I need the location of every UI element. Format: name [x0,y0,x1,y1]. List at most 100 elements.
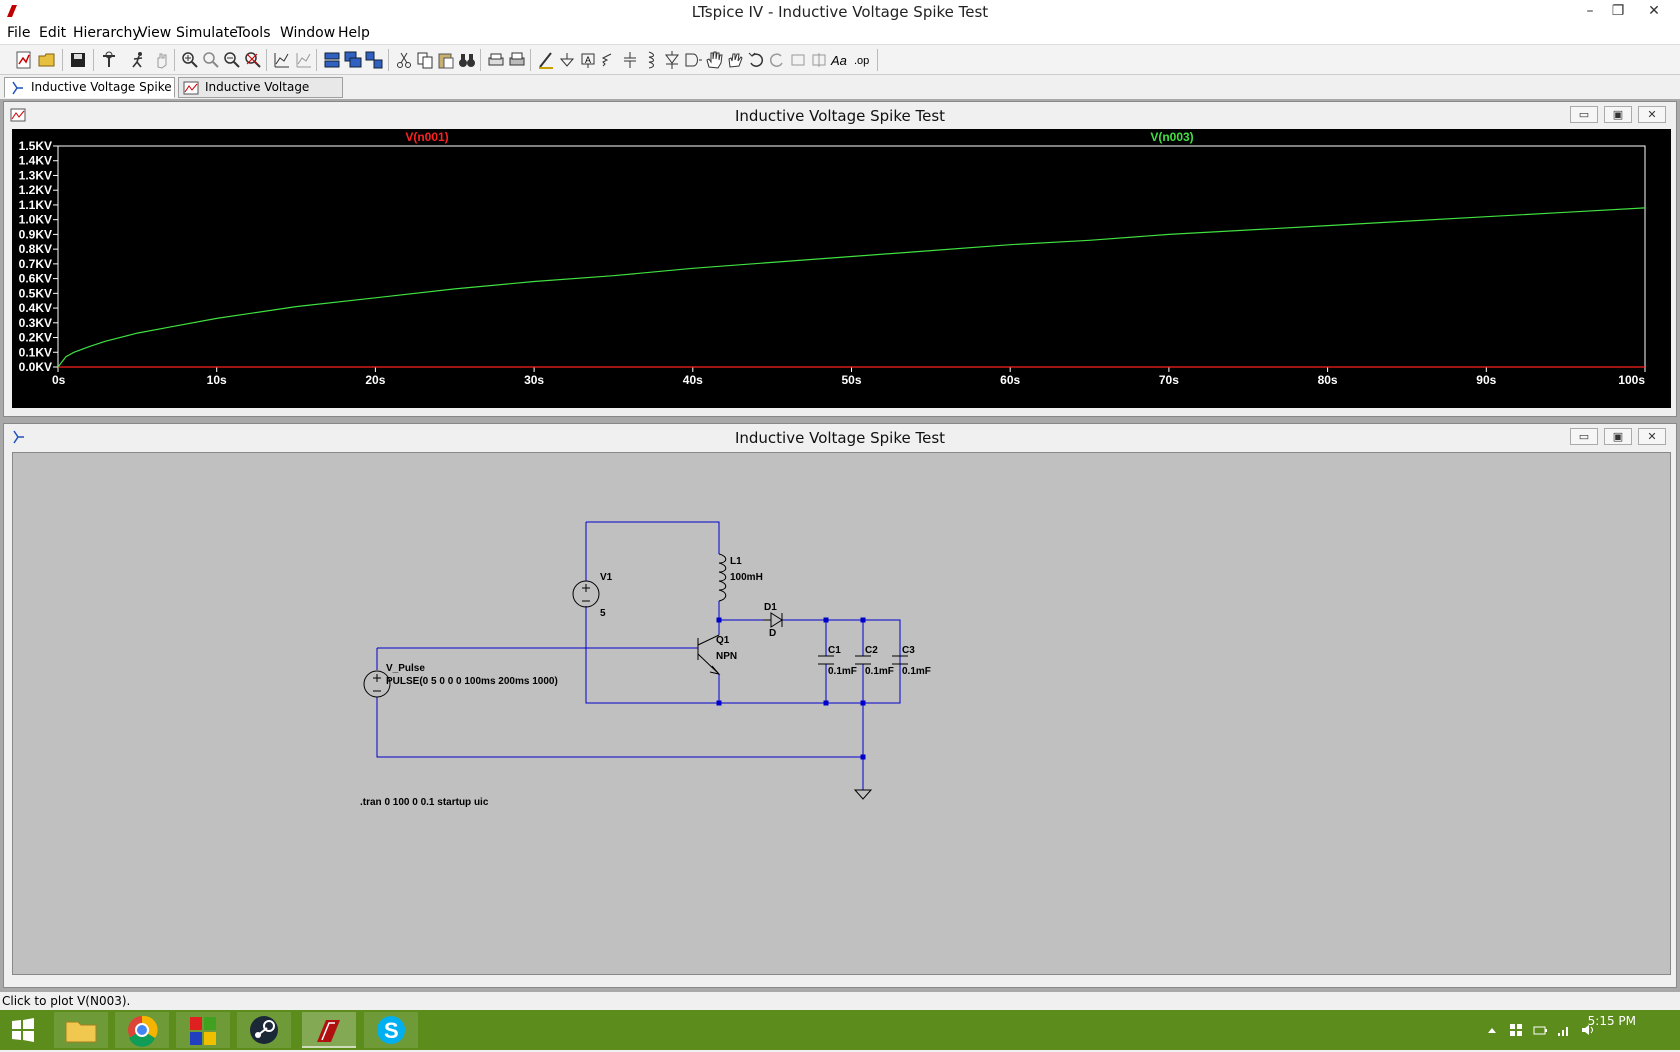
resistor-icon[interactable] [599,50,619,70]
open-folder-icon[interactable] [37,50,57,70]
copy-icon[interactable] [415,50,435,70]
series-legend-label[interactable]: V(n001) [405,130,448,144]
c3-name-label: C3 [902,645,915,656]
menu-edit[interactable]: Edit [39,25,67,41]
cut-icon[interactable] [394,50,414,70]
control-panel-icon[interactable] [99,50,119,70]
tab-waveform[interactable]: Inductive Voltage Spike Test [178,77,343,113]
taskbar-chrome[interactable] [115,1012,169,1048]
action-center-icon[interactable] [1508,1022,1524,1038]
menu-help[interactable]: Help [338,25,370,41]
draw-wire-icon[interactable] [536,50,556,70]
label-net-icon[interactable]: A [578,50,598,70]
waveform-window: Inductive Voltage Spike Test ▭ ▣ ✕ 0.0KV… [3,101,1677,417]
zoom-out-icon[interactable] [222,50,242,70]
redo-icon[interactable] [767,50,787,70]
autorange-icon[interactable] [272,50,292,70]
close-button[interactable]: ✕ [1648,3,1660,19]
taskbar: S 5:15 PM [0,1010,1680,1050]
save-icon[interactable] [68,50,88,70]
series-line-vn003 [57,207,1646,368]
voltage-source-vpulse[interactable] [363,670,391,698]
menu-hierarchy[interactable]: Hierarchy [73,25,141,41]
menu-file[interactable]: File [7,25,31,41]
svg-text:A: A [585,55,591,65]
waveform-chart[interactable]: 0.0KV0.1KV0.2KV0.3KV0.4KV0.5KV0.6KV0.7KV… [12,129,1671,408]
drag-hand-icon[interactable] [725,50,745,70]
ltspice-logo-icon [7,5,17,17]
waveform-minimize-button[interactable]: ▭ [1570,106,1598,123]
cursor-plot-icon[interactable] [294,50,314,70]
schematic-close-button[interactable]: ✕ [1638,428,1666,445]
taskbar-ltspice[interactable] [302,1012,356,1048]
capacitor-c2[interactable] [855,655,871,665]
capacitor-icon[interactable] [620,50,640,70]
minimize-button[interactable]: – [1586,3,1594,19]
schematic-minimize-button[interactable]: ▭ [1570,428,1598,445]
new-schematic-icon[interactable] [14,50,34,70]
find-binoculars-icon[interactable] [457,50,477,70]
restore-button[interactable]: ❐ [1611,3,1625,19]
c2-name-label: C2 [865,645,878,656]
volume-icon[interactable] [1580,1022,1596,1038]
schematic-canvas[interactable]: V1 5 L1 100mH D1 D Q1 NPN C1 0.1mF C2 0.… [12,452,1671,975]
taskbar-app[interactable] [176,1012,230,1048]
mirror-icon[interactable] [809,50,829,70]
rotate-icon[interactable] [788,50,808,70]
ground-symbol[interactable] [853,789,873,800]
taskbar-clock[interactable]: 5:15 PM [1587,1014,1636,1028]
voltage-source-v1[interactable] [572,580,600,608]
zoom-fit-icon[interactable] [243,50,263,70]
schematic-drawing[interactable]: V1 5 L1 100mH D1 D Q1 NPN C1 0.1mF C2 0.… [13,453,1670,974]
menu-view[interactable]: View [138,25,172,41]
spice-directive-icon[interactable]: .op [852,50,872,70]
series-legend-label[interactable]: V(n003) [1150,130,1193,144]
menu-simulate[interactable]: Simulate [176,25,238,41]
power-icon[interactable] [1532,1022,1548,1038]
taskbar-file-explorer[interactable] [54,1012,108,1048]
undo-icon[interactable] [746,50,766,70]
diode-icon[interactable] [662,50,682,70]
q1-name-label: Q1 [716,635,730,646]
menu-window[interactable]: Window [280,25,336,41]
text-icon[interactable]: Aa [830,50,850,70]
schematic-window: Inductive Voltage Spike Test ▭ ▣ ✕ [3,423,1677,988]
x-tick-label: 90s [1476,373,1496,387]
tile-horizontal-icon[interactable] [322,50,342,70]
capacitor-c1[interactable] [818,655,834,665]
v1-value-label: 5 [600,608,606,619]
document-tab-bar: Inductive Voltage Spike Test Inductive V… [0,75,1680,113]
waveform-maximize-button[interactable]: ▣ [1604,106,1632,123]
halt-hand-icon[interactable] [152,50,172,70]
zoom-pan-icon[interactable] [201,50,221,70]
menu-tools[interactable]: Tools [236,25,271,41]
inductor-icon[interactable] [641,50,661,70]
wires[interactable] [376,521,901,790]
print-icon[interactable] [507,50,527,70]
ground-icon[interactable] [557,50,577,70]
waveform-close-button[interactable]: ✕ [1638,106,1666,123]
paste-icon[interactable] [436,50,456,70]
transistor-q1[interactable] [697,634,721,675]
network-icon[interactable] [1556,1022,1572,1038]
move-hand-icon[interactable] [704,50,724,70]
steam-icon [250,1016,278,1044]
start-button[interactable] [0,1012,46,1048]
zoom-in-icon[interactable] [180,50,200,70]
schematic-maximize-button[interactable]: ▣ [1604,428,1632,445]
c2-value-label: 0.1mF [865,666,894,677]
cascade-icon[interactable] [343,50,363,70]
tray-arrow-icon[interactable] [1484,1022,1500,1038]
tab-schematic[interactable]: Inductive Voltage Spike Test [4,77,175,113]
capacitor-c3[interactable] [892,655,908,665]
taskbar-steam[interactable] [237,1012,291,1048]
diode-d1[interactable] [763,612,783,628]
taskbar-skype[interactable]: S [364,1012,418,1048]
inductor-l1[interactable] [718,553,727,602]
tile-vertical-icon[interactable] [364,50,384,70]
run-icon[interactable] [128,50,148,70]
y-tick-label: 0.7KV [19,257,52,271]
print-preview-icon[interactable] [486,50,506,70]
component-icon[interactable] [683,50,703,70]
